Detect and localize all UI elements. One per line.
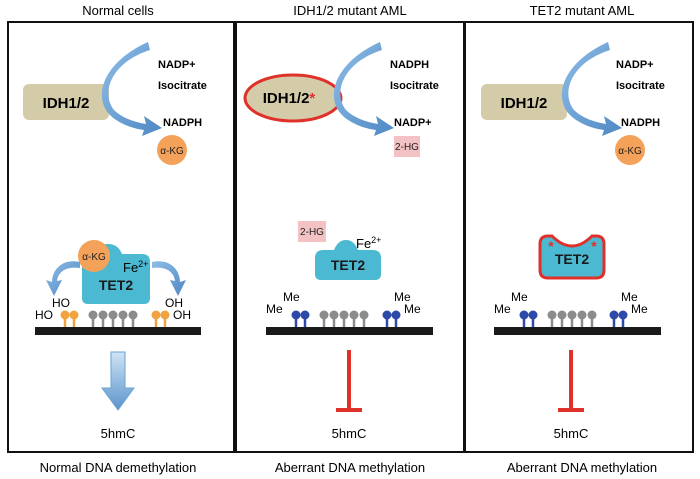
hydroxymethyl-cytosines bbox=[60, 310, 170, 327]
ho-label-1: HO bbox=[52, 296, 70, 310]
outcome-label: 5hmC bbox=[101, 426, 136, 441]
panel-1: IDH1/2 NADP+ Isocitrate NADPH α-KG α-KG … bbox=[23, 42, 207, 441]
akg-product-circle bbox=[157, 135, 187, 165]
mutation-star-1: * bbox=[548, 238, 554, 254]
me-label-2: Me bbox=[266, 302, 283, 316]
mutation-star-2: * bbox=[591, 238, 597, 254]
tet2-enzyme bbox=[315, 240, 381, 280]
substrate-label: Isocitrate bbox=[616, 80, 665, 92]
dna-strand bbox=[35, 327, 201, 335]
panel-3-frame bbox=[464, 21, 694, 453]
inhibition-symbol bbox=[336, 350, 362, 412]
me-label-3: Me bbox=[394, 290, 411, 304]
panel-2-title: IDH1/2 mutant AML bbox=[293, 3, 406, 18]
bottom-cofactor: NADPH bbox=[621, 117, 660, 129]
tet2-label: TET2 bbox=[555, 251, 589, 267]
oh-label-2: OH bbox=[173, 308, 191, 322]
reaction-curved-arrow bbox=[333, 42, 394, 136]
me-label-4: Me bbox=[631, 302, 648, 316]
iron-label: Fe2+ bbox=[123, 259, 148, 275]
outcome-label: 5hmC bbox=[554, 426, 589, 441]
reaction-curved-arrow bbox=[561, 42, 622, 136]
mutant-idh-enzyme bbox=[243, 73, 343, 123]
tet2-label: TET2 bbox=[331, 257, 365, 273]
inhibition-symbol bbox=[558, 350, 584, 412]
2hg-product-box bbox=[394, 136, 420, 157]
top-cofactor: NADP+ bbox=[158, 59, 196, 71]
right-oxidation-arrow bbox=[152, 261, 186, 296]
mutant-tet2-enzyme bbox=[538, 234, 606, 280]
mutant-idh-label: IDH1/2* bbox=[263, 90, 316, 107]
unmethylated-cytosines bbox=[319, 310, 369, 327]
substrate-label: Isocitrate bbox=[390, 80, 439, 92]
dna-strand bbox=[266, 327, 433, 335]
panel-1-title: Normal cells bbox=[82, 3, 154, 18]
panel-3-caption: Aberrant DNA methylation bbox=[507, 460, 657, 475]
idh-enzyme-box bbox=[481, 84, 567, 120]
oh-label-1: OH bbox=[165, 296, 183, 310]
me-label-2: Me bbox=[494, 302, 511, 316]
tet2-label: TET2 bbox=[99, 277, 133, 293]
panel-3-title: TET2 mutant AML bbox=[530, 3, 635, 18]
methylated-cytosines bbox=[291, 310, 401, 327]
panel-2: IDH1/2* NADPH Isocitrate NADP+ 2-HG 2-HG… bbox=[243, 42, 439, 441]
iron-label: Fe2+ bbox=[356, 235, 381, 251]
panel-2-caption: Aberrant DNA methylation bbox=[275, 460, 425, 475]
akg-product-label: α-KG bbox=[160, 146, 184, 157]
idh-enzyme-box bbox=[23, 84, 109, 120]
top-cofactor: NADP+ bbox=[616, 59, 654, 71]
outcome-label: 5hmC bbox=[332, 426, 367, 441]
left-oxidation-arrow bbox=[46, 261, 80, 296]
panel-1-frame bbox=[7, 21, 235, 453]
me-label-3: Me bbox=[621, 290, 638, 304]
substrate-label: Isocitrate bbox=[158, 80, 207, 92]
tet2-bound-2hg: 2-HG bbox=[300, 227, 324, 238]
me-label-1: Me bbox=[283, 290, 300, 304]
dna-strand bbox=[494, 327, 661, 335]
top-cofactor: NADPH bbox=[390, 59, 429, 71]
bottom-cofactor: NADP+ bbox=[394, 117, 432, 129]
panel-1-caption: Normal DNA demethylation bbox=[40, 460, 197, 475]
me-label-1: Me bbox=[511, 290, 528, 304]
unmethylated-cytosines bbox=[547, 310, 597, 327]
tet2-bound-2hg-box bbox=[298, 221, 326, 242]
idh-label: IDH1/2 bbox=[43, 95, 90, 112]
akg-product-circle bbox=[615, 135, 645, 165]
panel-3: IDH1/2 NADP+ Isocitrate NADPH α-KG TET2 … bbox=[481, 42, 665, 441]
akg-product-label: α-KG bbox=[618, 146, 642, 157]
bottom-cofactor: NADPH bbox=[163, 117, 202, 129]
2hg-product-label: 2-HG bbox=[395, 142, 419, 153]
methylated-cytosines bbox=[519, 310, 628, 327]
tet2-bound-akg: α-KG bbox=[82, 252, 106, 263]
reaction-curved-arrow bbox=[101, 42, 162, 136]
me-label-4: Me bbox=[404, 302, 421, 316]
ho-label-2: HO bbox=[35, 308, 53, 322]
tet2-bound-akg-circle bbox=[78, 240, 110, 272]
demethylation-arrow bbox=[101, 351, 135, 411]
unmethylated-cytosines bbox=[88, 310, 138, 327]
idh-label: IDH1/2 bbox=[501, 95, 548, 112]
